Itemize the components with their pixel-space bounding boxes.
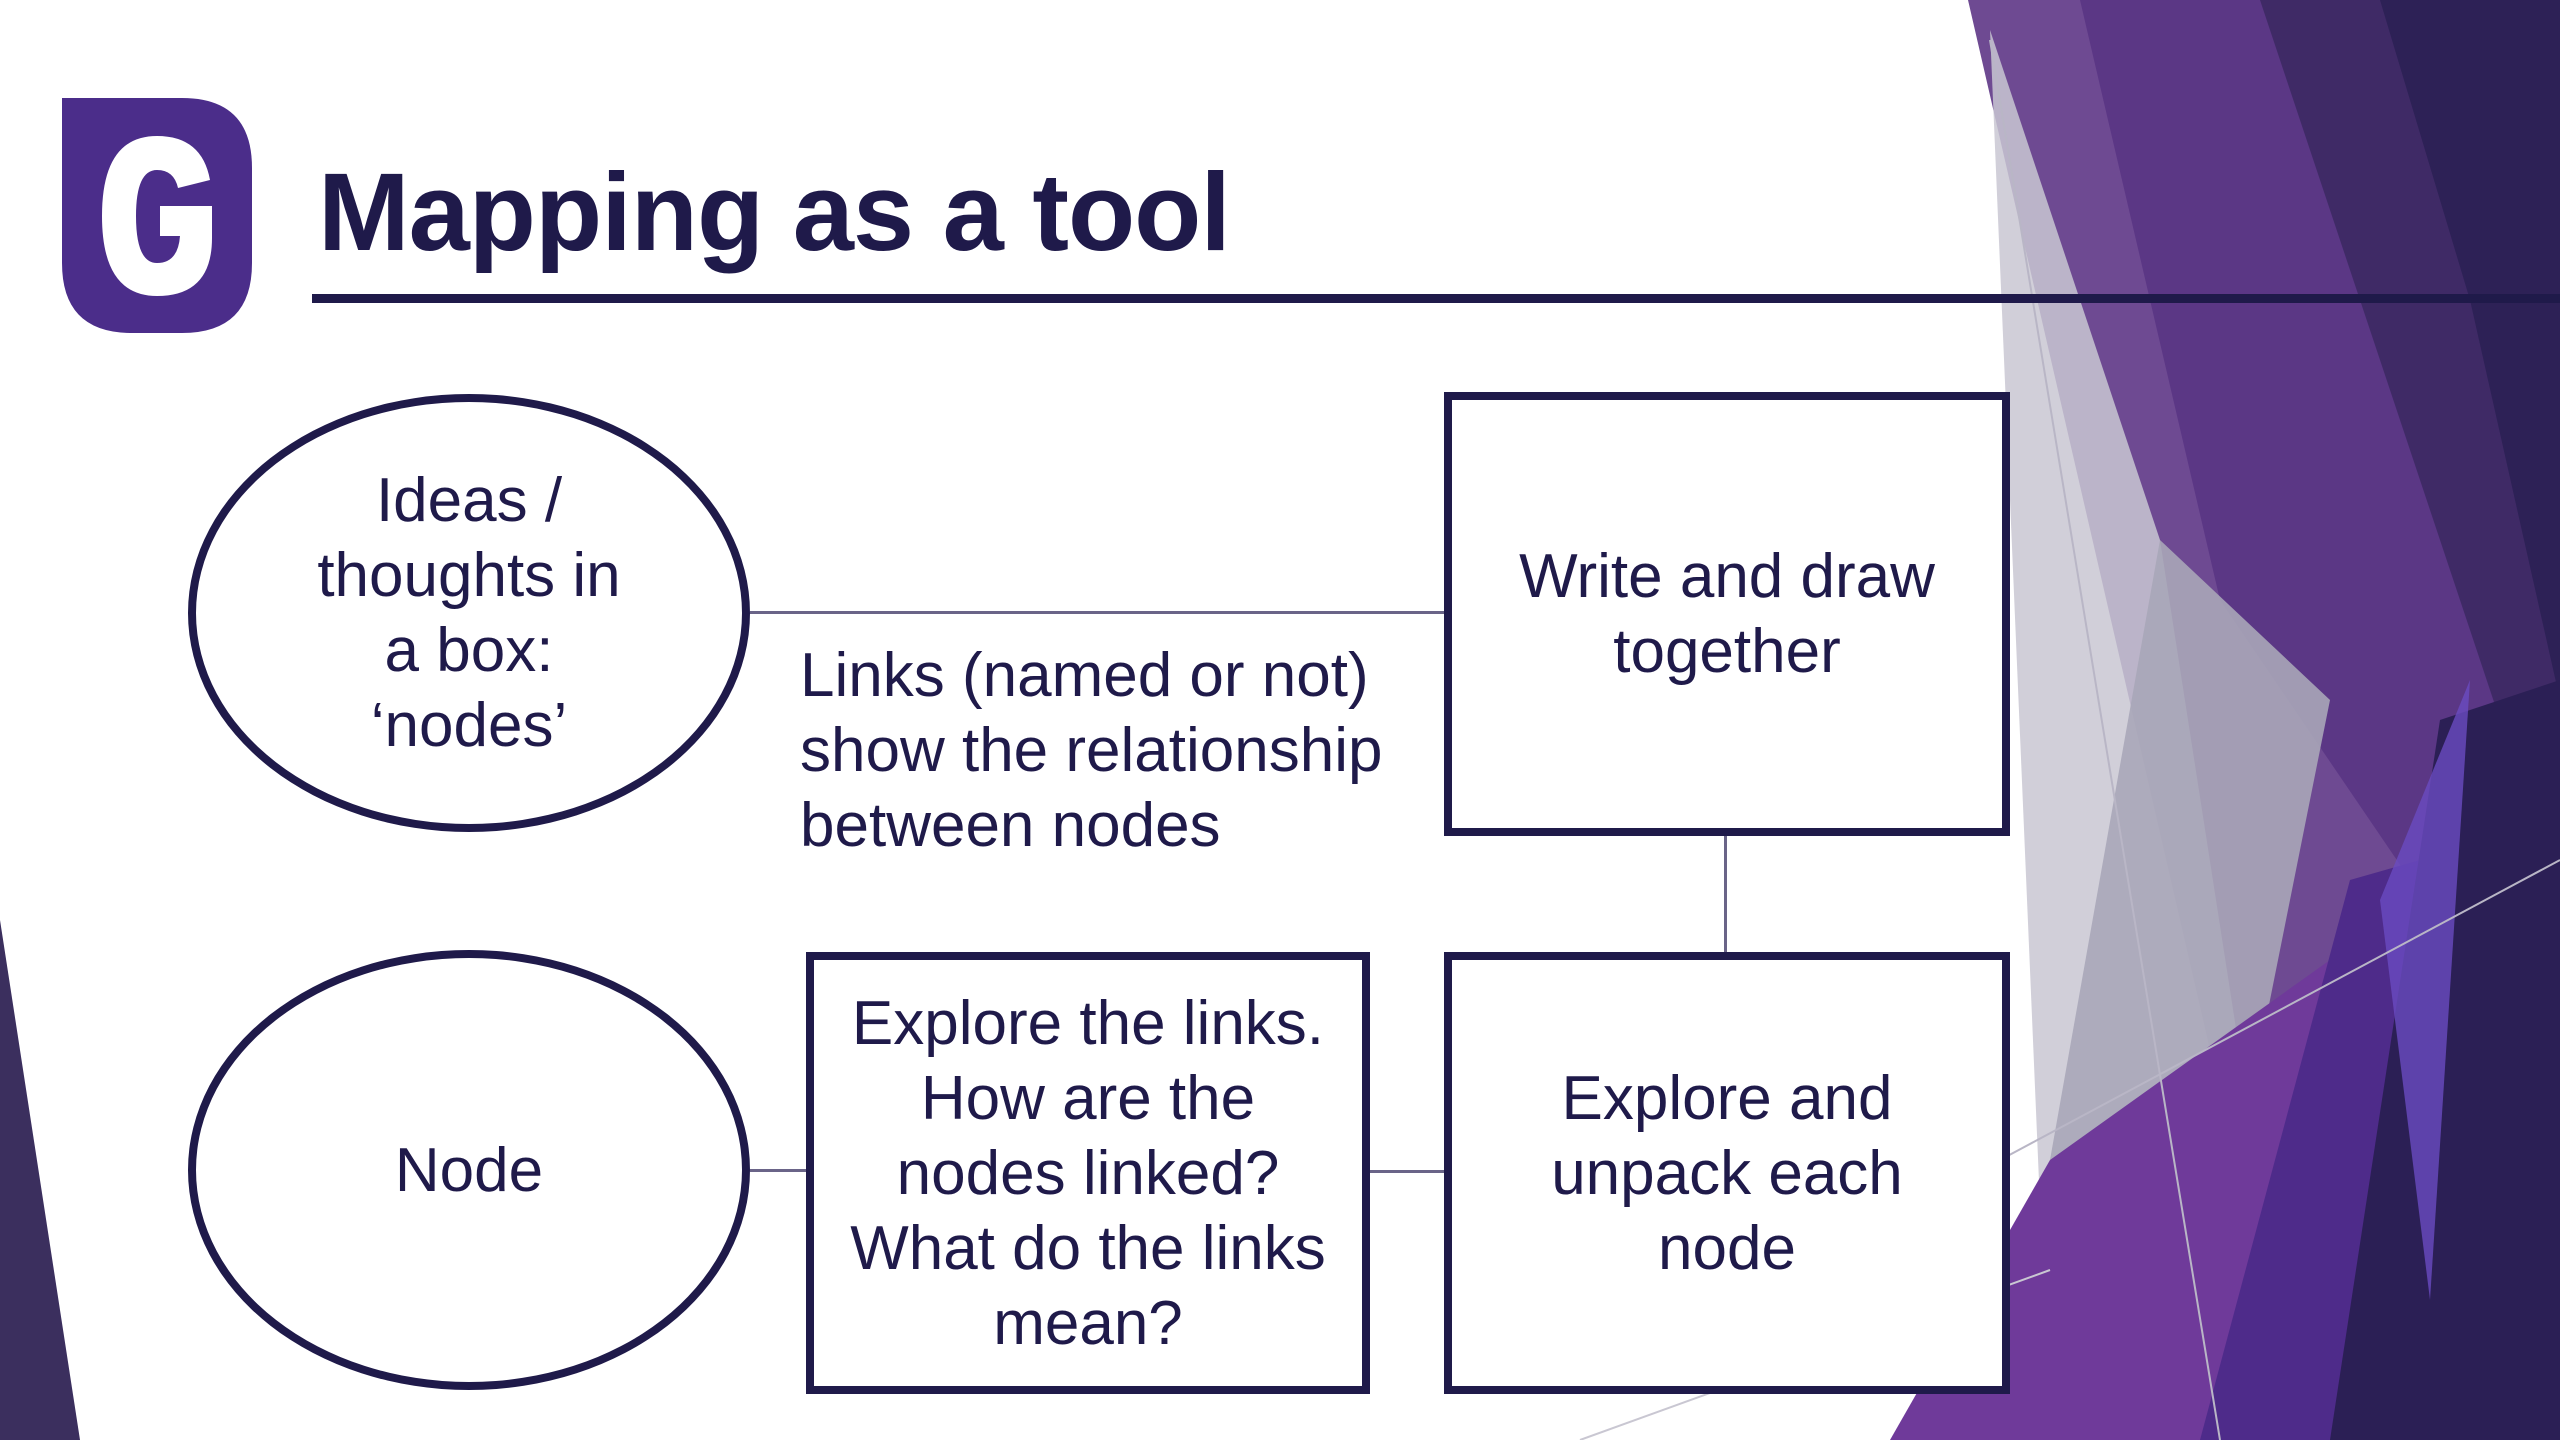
bg-facet — [2050, 540, 2330, 1160]
title-underline — [312, 294, 2560, 303]
logo — [62, 98, 252, 333]
bg-facet — [2380, 0, 2560, 700]
bg-line — [1989, 39, 2221, 1440]
ideas-node-ellipse: Ideas / thoughts in a box: ‘nodes’ — [188, 394, 750, 832]
links-description: Links (named or not) show the relationsh… — [800, 641, 1383, 860]
bg-line — [1999, 859, 2560, 1161]
g-logo-icon — [62, 98, 252, 333]
node-ellipse: Node — [188, 950, 750, 1390]
write-and-draw-box: Write and draw together — [1444, 392, 2010, 836]
bg-facet — [0, 920, 80, 1440]
link-node-to-explore-links — [750, 1169, 806, 1172]
link-write-to-unpack — [1724, 836, 1727, 952]
explore-links-box: Explore the links. How are the nodes lin… — [806, 952, 1370, 1394]
link-ideas-to-write — [750, 611, 1444, 614]
link-explore-links-to-unpack — [1370, 1170, 1444, 1173]
bg-facet — [2380, 680, 2470, 1300]
explore-unpack-box: Explore and unpack each node — [1444, 952, 2010, 1394]
slide-title: Mapping as a tool — [318, 151, 1231, 274]
